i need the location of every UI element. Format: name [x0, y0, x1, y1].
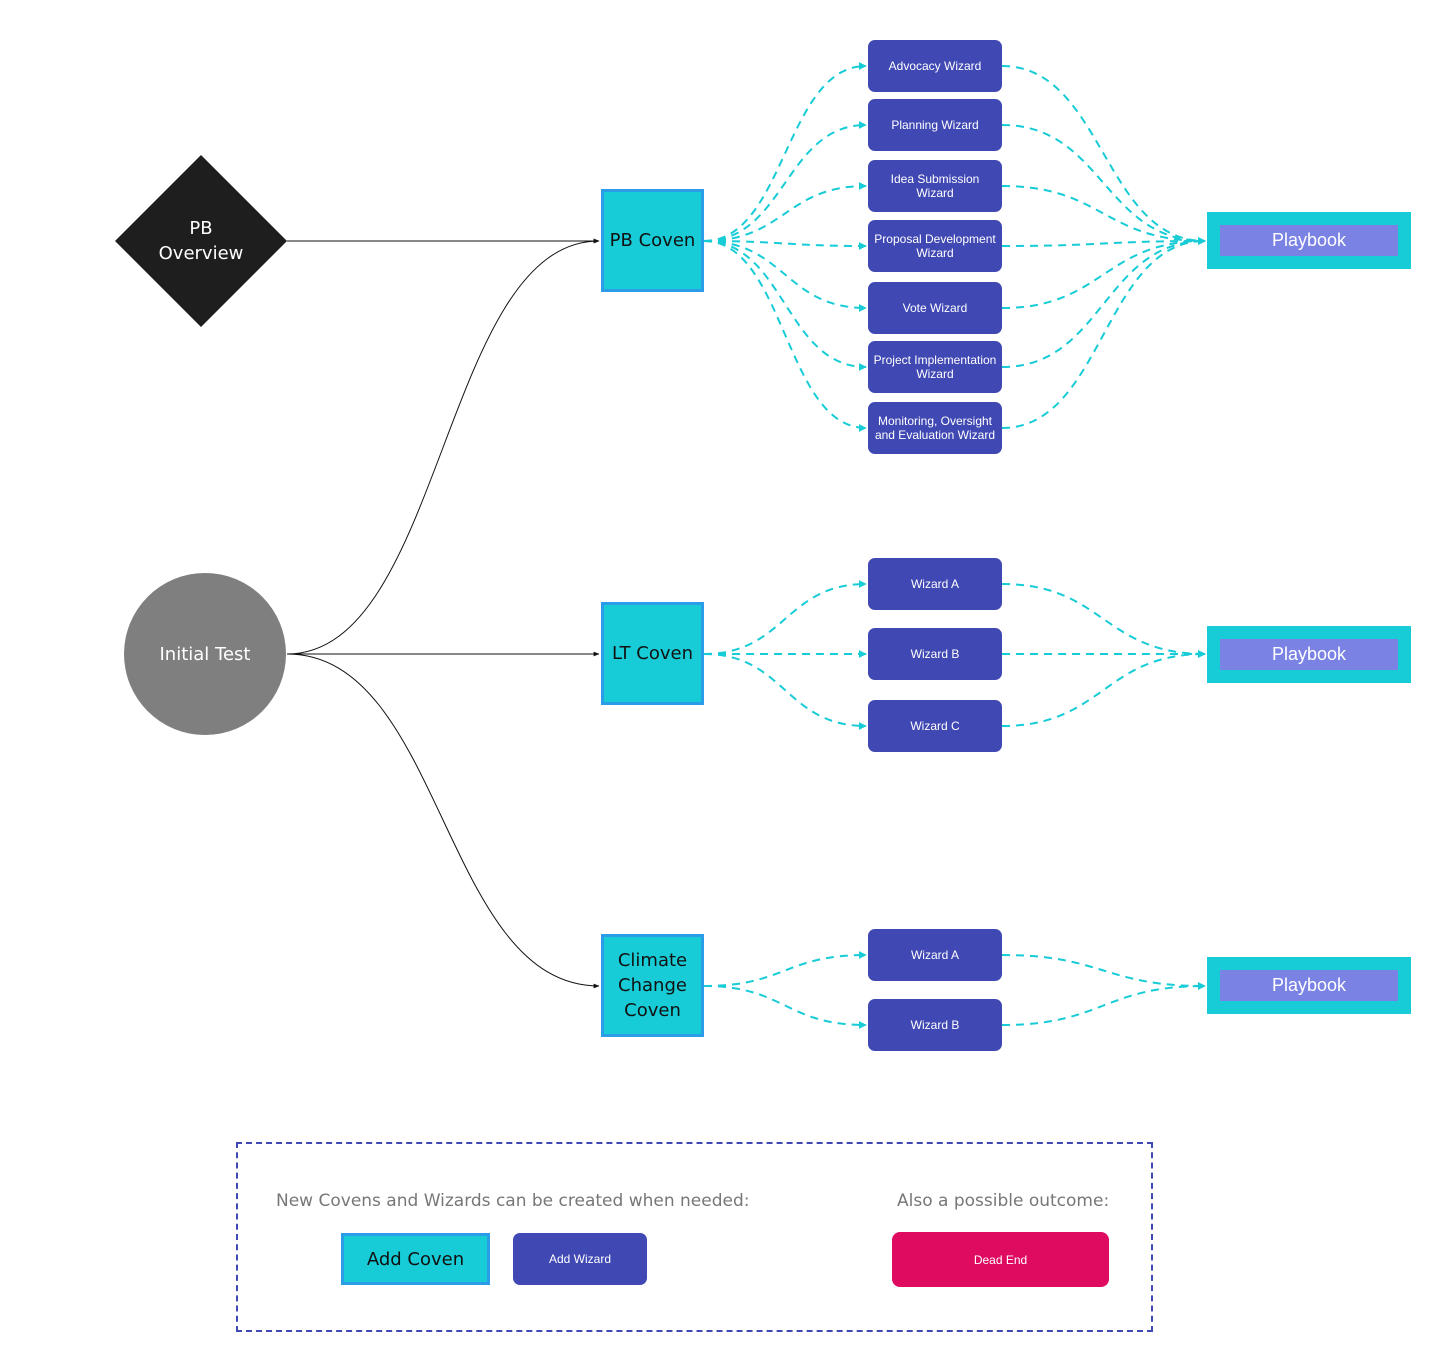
edge-coven-to-wizard — [703, 580, 867, 655]
legend-box — [236, 1142, 1153, 1332]
climate-wizard-b-node[interactable]: Wizard B — [868, 999, 1002, 1051]
initial-test-node[interactable]: Initial Test — [124, 573, 286, 735]
pb-coven-node[interactable]: PB Coven — [601, 189, 704, 292]
vote-wizard-node[interactable]: Vote Wizard — [868, 282, 1002, 334]
playbook-label: Playbook — [1220, 970, 1398, 1001]
advocacy-wizard-node[interactable]: Advocacy Wizard — [868, 40, 1002, 92]
edge-coven-to-wizard — [703, 240, 867, 312]
lt-coven-node[interactable]: LT Coven — [601, 602, 704, 705]
edge-coven-to-wizard — [703, 653, 867, 730]
add-wizard-button[interactable]: Add Wizard — [513, 1233, 647, 1285]
project-implementation-wizard-node[interactable]: Project Implementation Wizard — [868, 341, 1002, 393]
edge-wizard-to-playbook — [1001, 583, 1206, 658]
diamond-shape — [115, 155, 287, 327]
edge-wizard-to-playbook — [1001, 65, 1206, 245]
edge-wizard-to-playbook — [1001, 650, 1206, 727]
legend-outcome-text: Also a possible outcome: — [897, 1191, 1110, 1211]
edge-coven-to-wizard — [703, 240, 867, 371]
climate-wizard-a-node[interactable]: Wizard A — [868, 929, 1002, 981]
climate-playbook-node[interactable]: Playbook — [1207, 957, 1411, 1014]
edge-coven-to-wizard — [703, 182, 867, 242]
edge-coven-to-wizard — [703, 121, 867, 242]
edge-coven-to-wizard — [703, 985, 867, 1029]
idea-submission-wizard-node[interactable]: Idea Submission Wizard — [868, 160, 1002, 212]
lt-wizard-a-node[interactable]: Wizard A — [868, 558, 1002, 610]
edge-coven-to-wizard — [703, 951, 867, 987]
proposal-development-wizard-node[interactable]: Proposal Development Wizard — [868, 220, 1002, 272]
planning-wizard-node[interactable]: Planning Wizard — [868, 99, 1002, 151]
monitoring-evaluation-wizard-node[interactable]: Monitoring, Oversight and Evaluation Wiz… — [868, 402, 1002, 454]
legend-new-text: New Covens and Wizards can be created wh… — [276, 1191, 750, 1211]
edge-initial-to-pb-coven — [286, 238, 600, 655]
add-coven-button[interactable]: Add Coven — [341, 1233, 490, 1285]
edge-initial-to-climate-coven — [286, 653, 600, 989]
edge-wizard-to-playbook — [1001, 185, 1206, 245]
edge-coven-to-wizard — [703, 240, 867, 432]
climate-change-coven-node[interactable]: Climate Change Coven — [601, 934, 704, 1037]
edge-coven-to-wizard — [703, 240, 867, 250]
edge-wizard-to-playbook — [1001, 954, 1206, 990]
dead-end-node[interactable]: Dead End — [892, 1232, 1109, 1287]
edge-wizard-to-playbook — [1001, 982, 1206, 1026]
playbook-label: Playbook — [1220, 639, 1398, 670]
lt-wizard-b-node[interactable]: Wizard B — [868, 628, 1002, 680]
edge-wizard-to-playbook — [1001, 237, 1206, 247]
playbook-label: Playbook — [1220, 225, 1398, 256]
pb-overview-label: PB Overview — [158, 218, 244, 264]
pb-overview-diamond[interactable]: PB Overview — [115, 155, 287, 327]
solid-connectors — [286, 238, 600, 989]
edge-wizard-to-playbook — [1001, 237, 1206, 368]
lt-playbook-node[interactable]: Playbook — [1207, 626, 1411, 683]
pb-playbook-node[interactable]: Playbook — [1207, 212, 1411, 269]
dashed-connectors — [703, 62, 1206, 1029]
lt-wizard-c-node[interactable]: Wizard C — [868, 700, 1002, 752]
edge-wizard-to-playbook — [1001, 237, 1206, 429]
edge-wizard-to-playbook — [1001, 124, 1206, 245]
edge-coven-to-wizard — [703, 62, 867, 242]
edge-wizard-to-playbook — [1001, 237, 1206, 309]
